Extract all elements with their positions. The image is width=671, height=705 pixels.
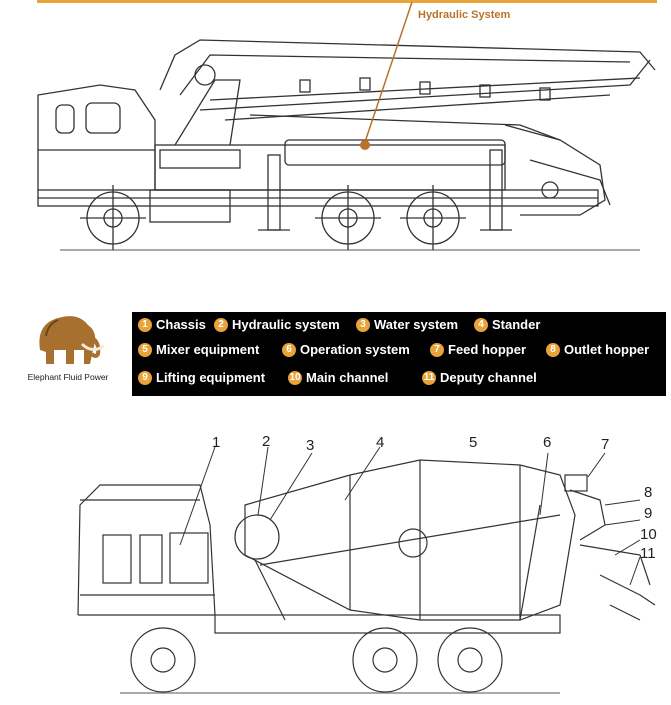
legend-label: Operation system <box>300 342 410 357</box>
legend-number: 6 <box>282 342 296 357</box>
mixer-number-8: 8 <box>644 484 653 501</box>
mixer-number-6: 6 <box>543 434 552 451</box>
legend-item-mixer-equipment: 5 Mixer equipment <box>138 342 259 357</box>
mixer-number-7: 7 <box>601 436 610 453</box>
legend-item-operation-system: 6 Operation system <box>282 342 410 357</box>
mixer-number-4: 4 <box>376 434 385 451</box>
legend-number: 5 <box>138 342 152 357</box>
mixer-number-10: 10 <box>640 526 657 543</box>
top-accent-bar <box>37 0 657 3</box>
mixer-number-11: 11 <box>640 545 656 562</box>
legend-number: 1 <box>138 317 152 332</box>
elephant-fluid-power-logo: Elephant Fluid Power <box>18 310 118 390</box>
legend-number: 10 <box>288 370 302 385</box>
mixer-number-5: 5 <box>469 434 478 451</box>
pump-truck-drawing <box>37 1 656 251</box>
legend-number: 7 <box>430 342 444 357</box>
legend-label: Stander <box>492 317 541 332</box>
legend-item-stander: 4 Stander <box>474 317 540 332</box>
legend-item-main-channel: 10 Main channel <box>288 370 388 385</box>
legend-number: 11 <box>422 370 436 385</box>
legend-item-feed-hopper: 7 Feed hopper <box>430 342 526 357</box>
legend-label: Mixer equipment <box>156 342 260 357</box>
legend-number: 9 <box>138 370 152 385</box>
legend-item-outlet-hopper: 8 Outlet hopper <box>546 342 649 357</box>
hydraulic-system-callout: Hydraulic System <box>418 9 511 21</box>
logo-text: Elephant Fluid Power <box>27 372 109 382</box>
mammoth-logo-icon <box>39 316 105 364</box>
legend-label: Deputy channel <box>440 370 537 385</box>
legend-item-water-system: 3 Water system <box>356 317 458 332</box>
legend-label: Outlet hopper <box>564 342 650 357</box>
mixer-number-3: 3 <box>306 437 315 454</box>
legend-item-chassis: 1 Chassis <box>138 317 206 332</box>
legend-number: 4 <box>474 317 488 332</box>
legend-label: Hydraulic system <box>232 317 340 332</box>
mixer-number-9: 9 <box>644 505 653 522</box>
mixer-number-1: 1 <box>212 434 221 451</box>
legend-label: Chassis <box>156 317 206 332</box>
legend-number: 2 <box>214 317 228 332</box>
legend-number: 3 <box>356 317 370 332</box>
mixer-number-2: 2 <box>262 433 271 450</box>
legend-label: Feed hopper <box>448 342 527 357</box>
legend-item-deputy-channel: 11 Deputy channel <box>422 370 537 385</box>
legend-label: Main channel <box>306 370 389 385</box>
mixer-truck-drawing <box>77 446 656 694</box>
legend-number: 8 <box>546 342 560 357</box>
legend-label: Water system <box>374 317 459 332</box>
parts-legend: 1 Chassis 2 Hydraulic system 3 Water system… <box>132 312 666 396</box>
legend-item-hydraulic-system: 2 Hydraulic system <box>214 317 340 332</box>
legend-item-lifting-equipment: 9 Lifting equipment <box>138 370 265 385</box>
legend-label: Lifting equipment <box>156 370 266 385</box>
